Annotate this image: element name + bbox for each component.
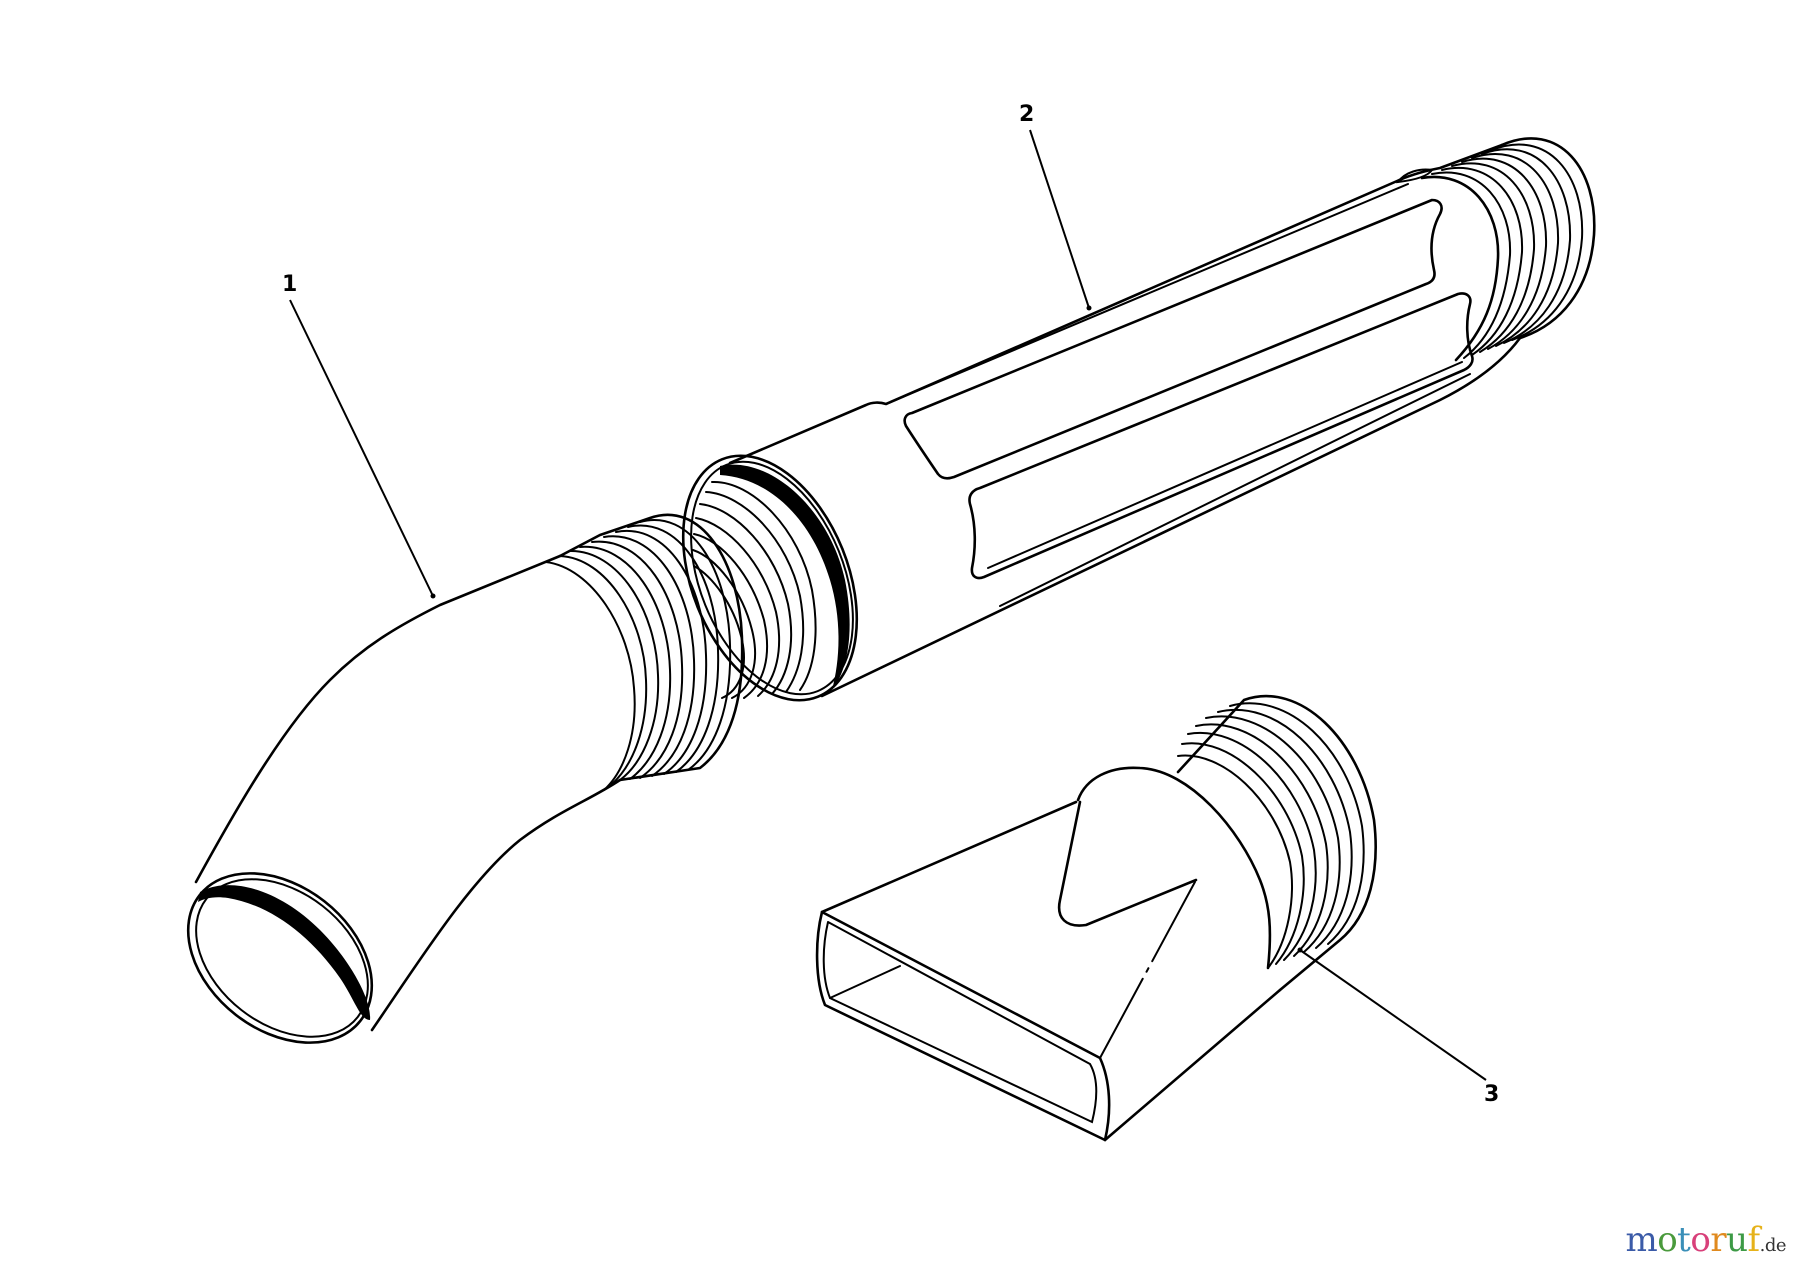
callout-label-1: 1 — [282, 272, 298, 297]
part-1-curved-nozzle — [186, 513, 744, 1044]
part-3-mouth-outer — [815, 910, 1111, 1142]
watermark-tld: .de — [1759, 1235, 1787, 1256]
part-1-nozzle-mouth — [186, 872, 374, 1044]
part-1-thread-rings — [545, 513, 744, 791]
watermark-letter: m — [1625, 1220, 1658, 1260]
leader-line-3 — [1299, 949, 1487, 1081]
part-2-upper-slot — [903, 198, 1443, 480]
part-2-thread-rings — [1420, 137, 1596, 362]
part-2-lower-slot — [968, 292, 1474, 580]
watermark-letter: o — [1690, 1220, 1711, 1260]
watermark-letter: r — [1710, 1220, 1727, 1260]
watermark-letter: t — [1677, 1220, 1691, 1260]
watermark-letter: u — [1726, 1220, 1748, 1260]
callout-label-2: 2 — [1019, 102, 1035, 127]
part-2-bottom-edge — [820, 336, 1522, 698]
part-3-thread-rings — [1076, 694, 1377, 992]
watermark-letter: f — [1747, 1220, 1761, 1260]
part-1-top-edge — [194, 554, 562, 884]
part-3-side-edge — [1103, 988, 1282, 1142]
leader-line-1 — [289, 299, 434, 597]
part-2-slotted-tube — [681, 137, 1596, 702]
callout-label-3: 3 — [1484, 1082, 1500, 1107]
motoruf-watermark: motoruf.de — [1625, 1220, 1786, 1260]
watermark-letter: o — [1657, 1220, 1678, 1260]
part-3-flat-nozzle — [815, 694, 1377, 1142]
part-3-neck-facet — [1057, 800, 1198, 927]
part-3-top-face — [820, 800, 1078, 914]
part-1-bottom-edge — [370, 778, 622, 1032]
leader-line-2 — [1029, 129, 1090, 309]
